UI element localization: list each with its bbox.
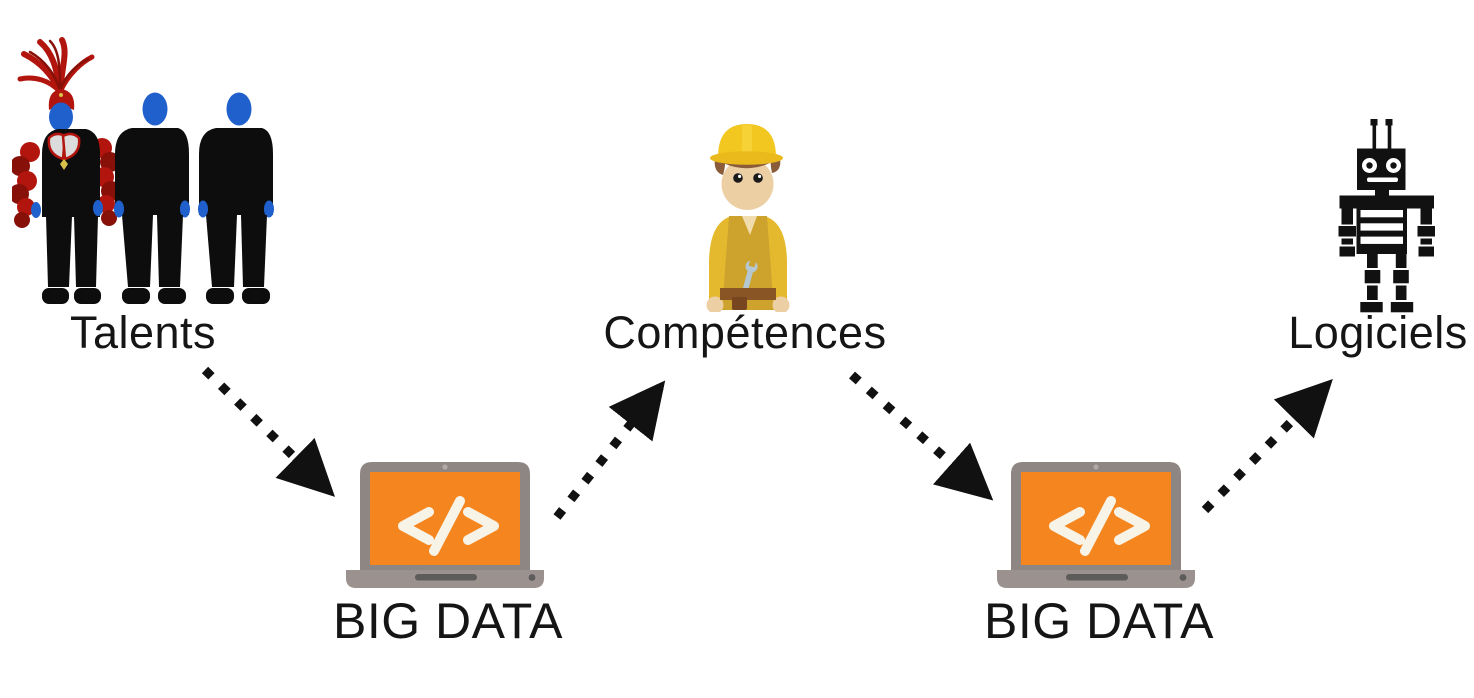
robot-icon: [1338, 119, 1435, 313]
blue-man-plain: [114, 92, 190, 304]
big-data-label-left: BIG DATA: [333, 593, 563, 649]
blue-man-showgirl: [12, 37, 121, 304]
competences-label: Compétences: [603, 307, 887, 358]
talents-label: Talents: [69, 307, 217, 358]
blue-man-group-image: [12, 37, 274, 304]
construction-worker-icon: [706, 124, 790, 312]
big-data-label-right: BIG DATA: [984, 593, 1214, 649]
arrow-bigdata2-to-logiciels: [1201, 379, 1333, 514]
blue-man-plain-2: [198, 92, 274, 304]
arrow-bigdata1-to-competences: [553, 380, 666, 520]
arrow-talents-to-bigdata1: [201, 366, 335, 497]
big-data-laptop-icon-left: [344, 455, 546, 590]
logiciels-label: Logiciels: [1288, 307, 1468, 358]
big-data-laptop-icon-right: [995, 455, 1197, 590]
arrow-competences-to-bigdata2: [849, 371, 994, 501]
